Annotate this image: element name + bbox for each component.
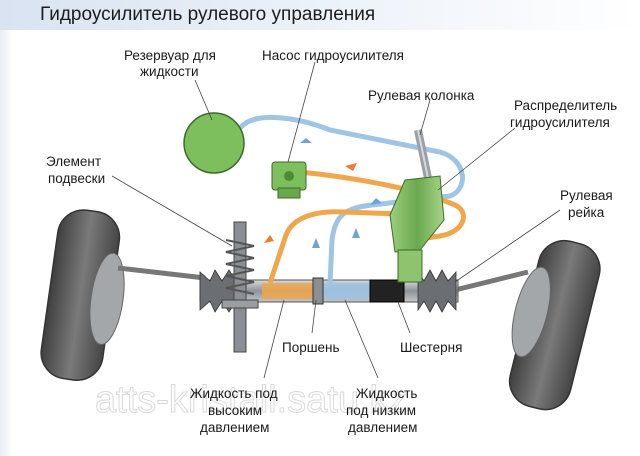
piston [312, 277, 324, 305]
power-steering-pump [271, 161, 307, 199]
label-pump: Насос гидроусилителя [262, 48, 404, 63]
label-steering-rack: Рулевая рейка [560, 188, 616, 220]
flow-arrows [264, 138, 382, 248]
low-pressure-chamber [322, 283, 370, 299]
high-pressure-line-pump [299, 169, 466, 243]
leader-lines [111, 61, 561, 379]
label-piston: Поршень [282, 340, 340, 355]
label-suspension: Элемент подвески [46, 154, 105, 186]
fluid-reservoir [183, 112, 245, 174]
power-steering-distributor [389, 175, 445, 283]
high-pressure-chamber [262, 283, 314, 299]
label-low-pressure-fluid: Жидкость под низким давлением [346, 386, 421, 435]
label-steering-column: Рулевая колонка [368, 88, 475, 103]
label-high-pressure-fluid: Жидкость под высоким давлением [190, 386, 281, 435]
high-pressure-line-rack [267, 209, 401, 284]
suspension-element [221, 221, 259, 353]
title-band [0, 0, 640, 30]
left-tie-rod [117, 265, 206, 281]
label-pinion: Шестерня [400, 340, 462, 355]
left-wheel [40, 209, 125, 381]
pinion [369, 279, 405, 303]
low-pressure-line [238, 115, 465, 284]
watermark: atts-kristall.satu.kz [95, 379, 408, 421]
page-title: Гидроусилитель рулевого управления [40, 4, 376, 25]
right-boot [417, 269, 457, 313]
label-reservoir: Резервуар для жидкости [124, 48, 220, 79]
right-tie-rod [454, 269, 529, 293]
left-margin-band [0, 30, 14, 456]
right-wheel [508, 239, 601, 411]
label-distributor: Распределитель гидроусилителя [510, 98, 621, 130]
